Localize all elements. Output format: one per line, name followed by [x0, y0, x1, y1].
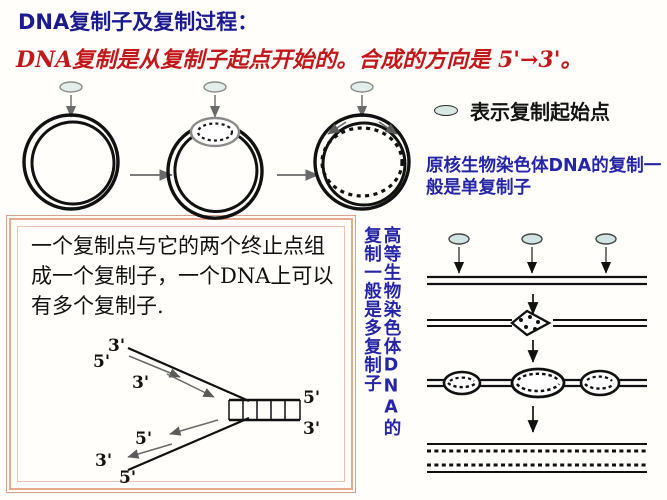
legend-label: 表示复制起始点 [470, 100, 610, 124]
linear-stage-4 [427, 443, 647, 473]
eukaryote-note: 高等生物染色体DNA的 复制一般是多复制子 [361, 226, 402, 486]
subtitle: DNA复制是从复制子起点开始的。合成的方向是 5'→3'。 [16, 47, 583, 73]
fork-arrow-left [327, 121, 347, 135]
fork-label-bottom-outer-5prime: 5' [119, 468, 137, 488]
linear-stage-1 [427, 233, 647, 286]
linear-stage-3 [427, 367, 647, 399]
fork-label-bottom-outer-3prime: 3' [95, 451, 113, 471]
linear-stage-2 [427, 309, 647, 337]
origin-ellipse-icon [434, 105, 458, 116]
fork-label-bottom-inner-5prime: 5' [135, 429, 153, 449]
fork-label-top-inner-3prime: 3' [132, 373, 150, 393]
fork-label-right-bottom-3prime: 3' [303, 419, 321, 439]
legend: 表示复制起始点 [434, 96, 610, 125]
fork-label-right-top-5prime: 5' [303, 388, 321, 408]
eukaryote-note-column-right: 高等生物染色体DNA的 [381, 226, 401, 437]
prokaryote-note: 原核生物染色体DNA的复制一般是单复制子 [426, 156, 662, 199]
fork-label-top-outer-3prime: 3' [108, 336, 126, 356]
circular-stage-1 [22, 113, 120, 211]
replicon-definition-box: 一个复制点与它的两个终止点组成一个复制子，一个DNA上可以有多个复制子. [6, 215, 356, 493]
circular-stage-3 [313, 113, 411, 211]
fork-arrow-right [378, 121, 398, 135]
page-title: DNA复制子及复制过程： [18, 10, 259, 34]
replicon-definition-text: 一个复制点与它的两个终止点组成一个复制子，一个DNA上可以有多个复制子. [31, 234, 334, 318]
circular-stage-2 [166, 116, 264, 220]
fork-label-top-5prime: 5' [93, 352, 111, 372]
eukaryote-note-column-left: 复制一般是多复制子 [361, 226, 382, 393]
circular-origin-markers [59, 81, 374, 118]
box-inner-border [17, 226, 345, 482]
